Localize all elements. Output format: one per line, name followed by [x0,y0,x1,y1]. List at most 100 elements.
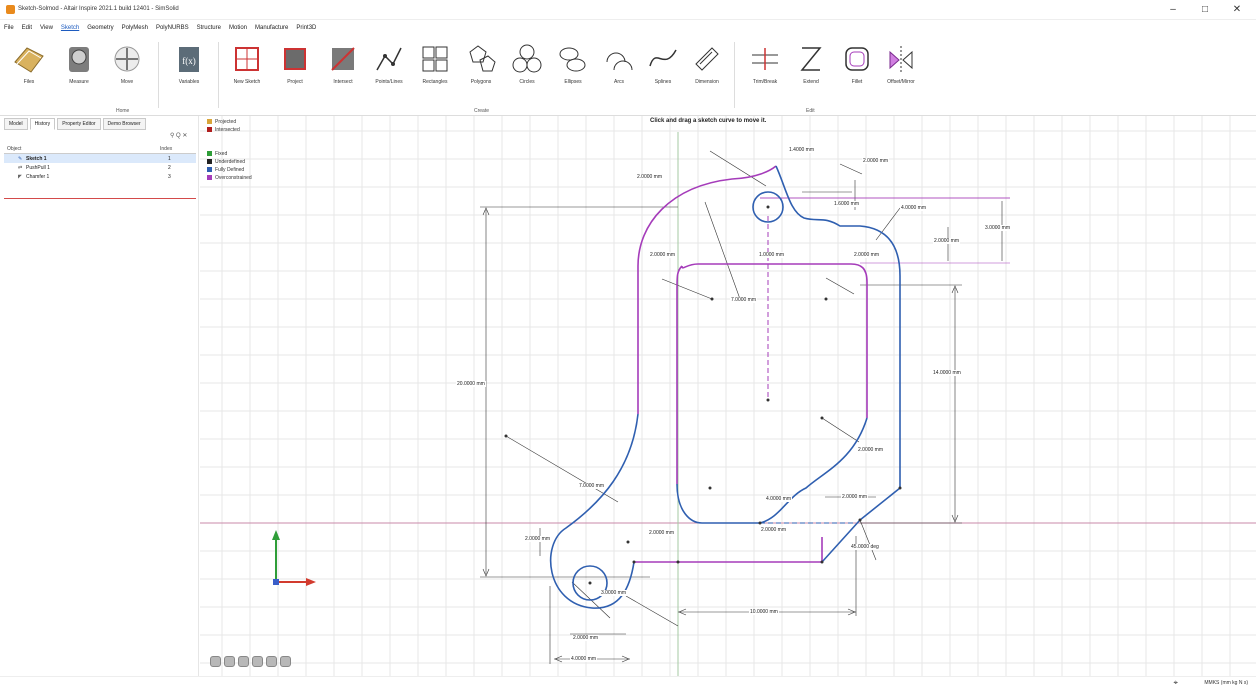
overconstrained-curves[interactable] [634,165,1010,563]
view-options-icon[interactable] [280,656,291,667]
dim-3-bottom[interactable]: 3.0000 mm [600,590,628,596]
menu-geometry[interactable]: Geometry [87,25,114,31]
dim-radius-7-left[interactable]: 7.0000 mm [578,483,606,489]
outer-bottom-left-curve[interactable] [549,413,639,609]
menu-print3d[interactable]: Print3D [296,25,317,31]
minimize-button[interactable]: – [1170,4,1176,15]
panel-tool-icons[interactable]: ⚲ Q ✕ [170,133,188,139]
outer-left-arc-curve[interactable] [637,165,777,414]
dim-2-top-right[interactable]: 2.0000 mm [862,158,890,164]
dim-2-inner-bottom-right[interactable]: 2.0000 mm [857,447,885,453]
dim-leader [661,278,713,300]
tab-property-editor[interactable]: Property Editor [57,118,101,130]
files-button[interactable]: Files [6,42,52,102]
chamfer-line[interactable] [821,519,861,563]
dim-45-deg[interactable]: 45.0000 deg [850,544,880,550]
points-lines-button[interactable]: Points/Lines [366,42,412,102]
dim-2-bottom[interactable]: 2.0000 mm [572,635,600,641]
fully-defined-curves[interactable] [549,165,901,609]
arcs-button[interactable]: Arcs [596,42,642,102]
dim-4-top[interactable]: 4.0000 mm [900,205,928,211]
trim-break-button[interactable]: Trim/Break [742,42,788,102]
close-button[interactable]: ✕ [1232,4,1242,15]
dim-2-inner-left[interactable]: 2.0000 mm [649,252,677,258]
tree-row-sketch-1[interactable]: ✎ Sketch 1 1 [4,154,196,163]
dim-2-bottom-center[interactable]: 2.0000 mm [760,527,788,533]
fillet-button[interactable]: Fillet [834,42,880,102]
move-button[interactable]: Move [104,42,150,102]
dim-leader [825,277,855,295]
tab-model[interactable]: Model [4,118,28,130]
orbit-icon[interactable] [224,656,235,667]
menu-sketch[interactable]: Sketch [60,25,80,31]
sketch-point [676,560,680,564]
intersect-button[interactable]: Intersect [320,42,366,102]
top-circle[interactable] [752,191,784,223]
tree-row-chamfer-1[interactable]: ◤ Chamfer 1 3 [4,172,196,181]
snap-icon[interactable]: ⌖ [1173,678,1178,687]
inner-left-line[interactable] [676,265,683,484]
zoom-fit-icon[interactable] [252,656,263,667]
dim-radius-7-top[interactable]: 7.0000 mm [730,297,758,303]
legend-swatch [207,159,212,165]
ellipses-button[interactable]: Ellipses [550,42,596,102]
dim-20[interactable]: 20.0000 mm [456,381,486,387]
menu-edit[interactable]: Edit [21,25,33,31]
offset-mirror-button[interactable]: Offset/Mirror [878,42,924,102]
tab-history[interactable]: History [29,118,56,130]
dim-2-right[interactable]: 2.0000 mm [933,238,961,244]
sketch-point [766,398,770,402]
menu-polynurbs[interactable]: PolyNURBS [155,25,189,31]
tree-row-pushpull-1[interactable]: ⇄ PushPull 1 2 [4,163,196,172]
menu-manufacture[interactable]: Manufacture [255,25,289,31]
history-marker-line[interactable] [4,198,196,199]
menu-view[interactable]: View [40,25,53,31]
sketch-viewport[interactable]: Click and drag a sketch curve to move it… [200,116,1256,676]
maximize-button[interactable]: □ [1201,4,1209,15]
arcs-label: Arcs [614,79,624,85]
rectangles-button[interactable]: Rectangles [412,42,458,102]
units-selector[interactable]: MMKS (mm kg N s) [1204,680,1248,686]
tab-demo-browser[interactable]: Demo Browser [102,118,146,130]
variables-button[interactable]: f(x) Variables [166,42,212,102]
arrowhead [554,655,563,663]
sketch-drawing[interactable] [200,116,1256,676]
view-cube-icon[interactable] [210,656,221,667]
dim-4-bottom[interactable]: 4.0000 mm [570,656,598,662]
new-sketch-button[interactable]: New Sketch [224,42,270,102]
dim-2-inner-right[interactable]: 2.0000 mm [853,252,881,258]
dim-1-6[interactable]: 1.6000 mm [833,201,861,207]
dim-2-chamfer[interactable]: 2.0000 mm [841,494,869,500]
outer-right-curve[interactable] [775,165,901,521]
project-button[interactable]: Project [272,42,318,102]
dim-1-inner[interactable]: 1.0000 mm [758,252,786,258]
splines-button[interactable]: Splines [640,42,686,102]
dim-1-4[interactable]: 1.4000 mm [788,147,816,153]
dimension-label: Dimension [695,79,719,85]
dim-leader [839,163,863,175]
dimension-icon [695,47,719,71]
menu-polymesh[interactable]: PolyMesh [121,25,148,31]
dim-14[interactable]: 14.0000 mm [932,370,962,376]
dim-10[interactable]: 10.0000 mm [749,609,779,615]
dim-2-top-left[interactable]: 2.0000 mm [636,174,664,180]
measure-button[interactable]: Measure [56,42,102,102]
inner-top-curve[interactable] [681,263,868,418]
points-lines-label: Points/Lines [375,79,403,85]
extend-button[interactable]: Extend [788,42,834,102]
dim-3-right[interactable]: 3.0000 mm [984,225,1012,231]
polygons-button[interactable]: Polygons [458,42,504,102]
dim-4-inner-bottom[interactable]: 4.0000 mm [765,496,793,502]
menu-motion[interactable]: Motion [228,25,247,31]
points-lines-icon [376,47,402,71]
menu-structure[interactable]: Structure [196,25,221,31]
menu-file[interactable]: File [4,25,14,31]
dim-2-bottom-left[interactable]: 2.0000 mm [648,530,676,536]
bottom-circle[interactable] [572,565,608,601]
circles-button[interactable]: Circles [504,42,550,102]
move-icon [114,46,140,72]
zoom-icon[interactable] [266,656,277,667]
pan-icon[interactable] [238,656,249,667]
dim-2-left[interactable]: 2.0000 mm [524,536,552,542]
dimension-button[interactable]: Dimension [684,42,730,102]
